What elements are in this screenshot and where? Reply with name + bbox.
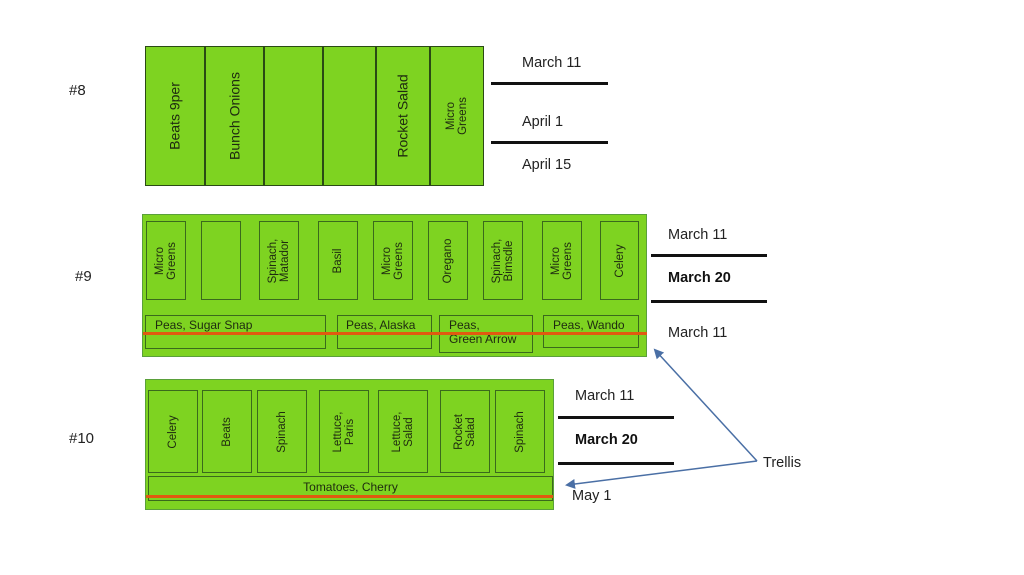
plot-label: Peas, Alaska bbox=[346, 318, 416, 332]
divider-line bbox=[491, 141, 608, 144]
plot-label: Tomatoes, Cherry bbox=[303, 480, 398, 494]
plot-label: Peas, Wando bbox=[553, 318, 625, 332]
date-label: March 20 bbox=[575, 432, 638, 448]
divider-line bbox=[558, 416, 674, 419]
plot: Spinach, Bimsdle bbox=[483, 221, 523, 300]
divider-line bbox=[651, 254, 767, 257]
plot: Basil bbox=[318, 221, 358, 300]
plot bbox=[265, 47, 324, 185]
date-label: March 11 bbox=[522, 55, 582, 71]
date-label: March 11 bbox=[575, 388, 635, 404]
plot bbox=[324, 47, 377, 185]
date-label: April 15 bbox=[522, 157, 572, 173]
date-label: March 11 bbox=[668, 325, 728, 341]
plot: Rocket Salad bbox=[440, 390, 490, 473]
trellis-annotation-label: Trellis bbox=[763, 455, 802, 471]
bed-8: Beats 9per Bunch Onions Rocket Salad Mic… bbox=[145, 46, 484, 186]
plot: Spinach bbox=[257, 390, 307, 473]
arrow-to-bed-9 bbox=[653, 348, 758, 462]
divider-line bbox=[651, 300, 767, 303]
plot: Micro Greens bbox=[373, 221, 413, 300]
bed-label-8: #8 bbox=[69, 82, 86, 99]
date-label: March 11 bbox=[668, 227, 728, 243]
plot: Beats bbox=[202, 390, 252, 473]
plot: Celery bbox=[600, 221, 639, 300]
bed-label-10: #10 bbox=[69, 430, 95, 447]
trellis-line bbox=[146, 495, 553, 498]
divider-line bbox=[491, 82, 608, 85]
date-label: March 20 bbox=[668, 270, 731, 286]
plot: Bunch Onions bbox=[206, 47, 265, 185]
divider-line bbox=[558, 462, 674, 465]
plot: Celery bbox=[148, 390, 198, 473]
plot bbox=[201, 221, 241, 300]
trellis-line bbox=[143, 332, 647, 335]
plot: Lettuce, Paris bbox=[319, 390, 369, 473]
plot-label: Peas, Sugar Snap bbox=[155, 318, 253, 332]
arrow-to-bed-10 bbox=[565, 460, 758, 489]
plot: Lettuce, Salad bbox=[378, 390, 428, 473]
trellis-plot: Peas, Wando bbox=[543, 315, 639, 348]
date-label: April 1 bbox=[522, 114, 564, 130]
plot: Micro Greens bbox=[542, 221, 582, 300]
bed-label-9: #9 bbox=[75, 268, 92, 285]
plot: Spinach bbox=[495, 390, 545, 473]
plot: Micro Greens bbox=[146, 221, 186, 300]
plot: Oregano bbox=[428, 221, 468, 300]
date-label: May 1 bbox=[572, 488, 612, 504]
plot: Spinach, Matador bbox=[259, 221, 299, 300]
plot: Beats 9per bbox=[146, 47, 206, 185]
plot-label: Peas, Green Arrow bbox=[449, 318, 517, 346]
plot: Rocket Salad bbox=[377, 47, 431, 185]
